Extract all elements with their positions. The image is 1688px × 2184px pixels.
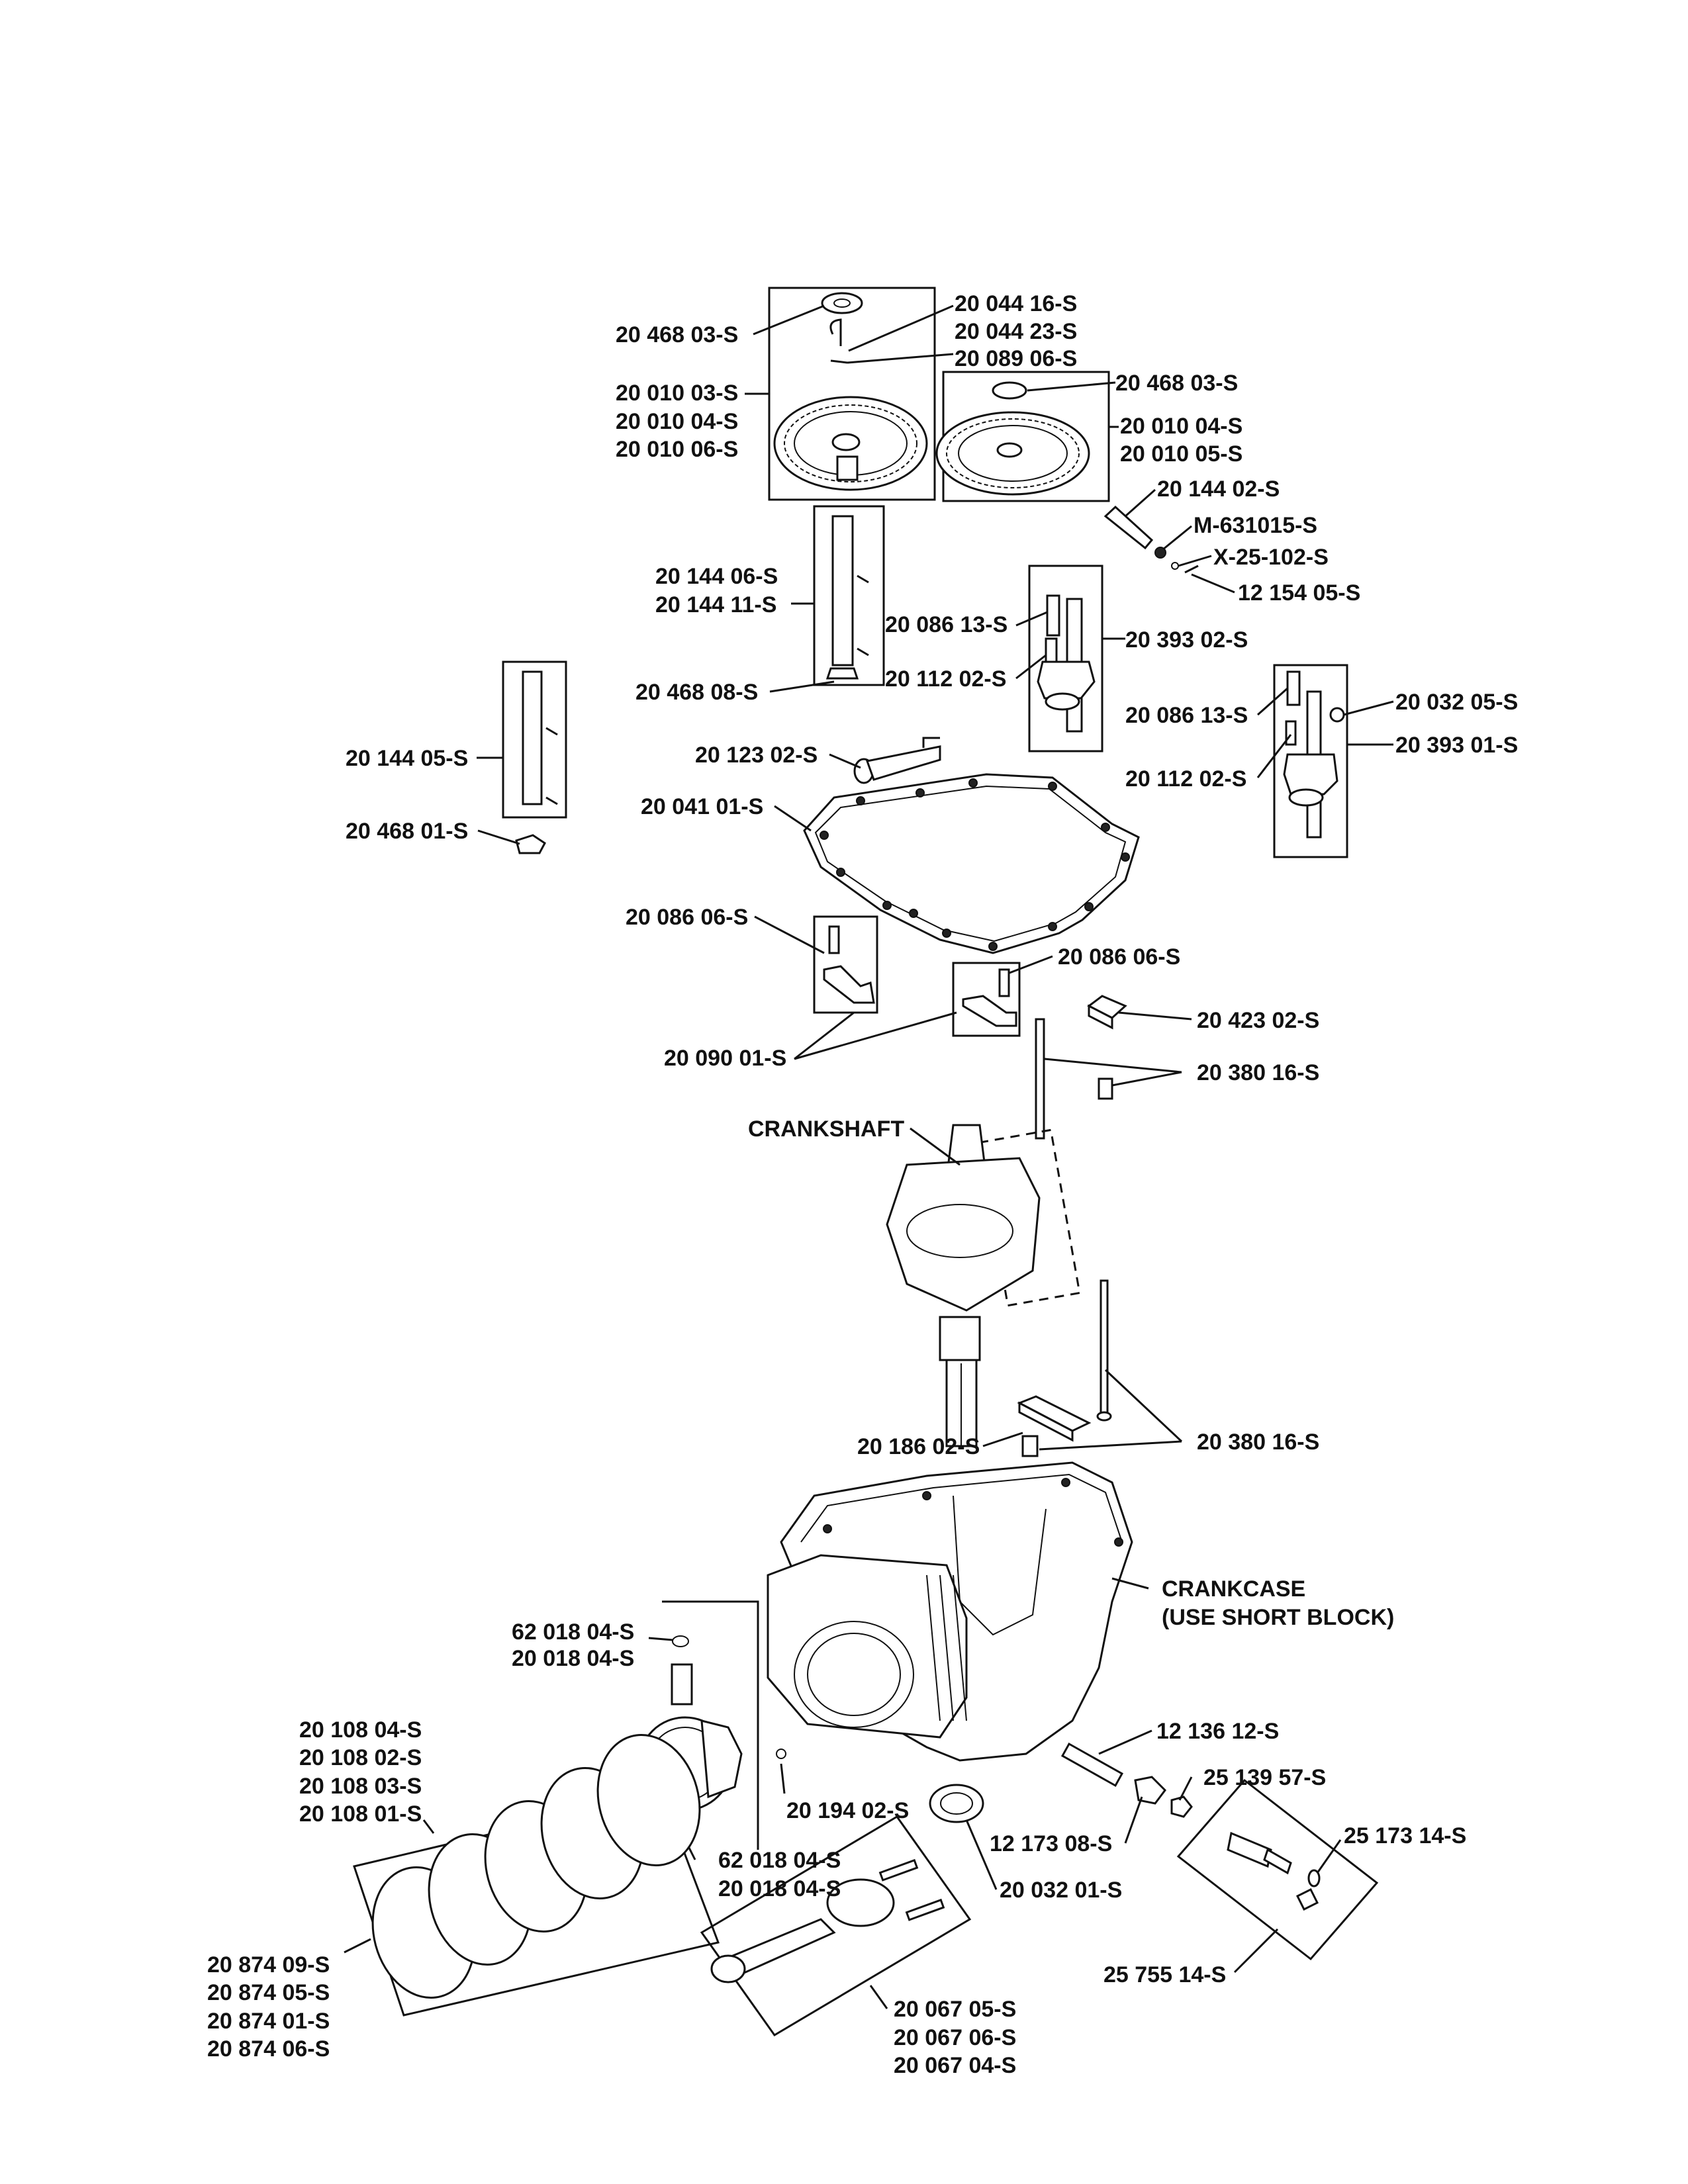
label-ring-clip-bot-2: 20 018 04-S: [718, 1876, 841, 1901]
label-bolt-cam-left: 20 086 06-S: [626, 905, 748, 930]
label-shaft-left: 20 144 05-S: [346, 746, 468, 771]
label-rings-1: 20 108 04-S: [299, 1717, 422, 1743]
label-drain-valve: 25 755 14-S: [1103, 1962, 1226, 1987]
label-shaft-mid-1: 20 144 06-S: [655, 564, 778, 589]
leader-lines: [344, 304, 1394, 2009]
label-pin-mid: 20 112 02-S: [885, 666, 1006, 692]
stud-top-part: [1035, 1018, 1113, 1140]
crankcase-part: [767, 1461, 1133, 1762]
label-m-part: M-631015-S: [1194, 513, 1317, 538]
label-crankshaft: CRANKSHAFT: [748, 1116, 904, 1142]
spacer-part: [1087, 995, 1127, 1030]
drain-valve-group: [1176, 1778, 1379, 1961]
label-piston-rings-2: 20 874 05-S: [207, 1980, 330, 2005]
label-washer-left: 20 468 01-S: [346, 819, 468, 844]
label-shaft-mid-2: 20 144 11-S: [655, 592, 776, 617]
label-spring-clip: 12 154 05-S: [1238, 580, 1360, 606]
breather-tube-part: [853, 737, 941, 784]
label-bolt-mid: 20 086 13-S: [885, 612, 1008, 637]
gasket-part: [803, 773, 1140, 954]
lever-arm-part: [1103, 505, 1199, 574]
label-x-part: X-25-102-S: [1213, 545, 1329, 570]
label-nut-right: 20 032 05-S: [1395, 690, 1518, 715]
label-washer-mid: 20 468 08-S: [635, 680, 758, 705]
pipe-part: [1060, 1742, 1193, 1818]
governor-right-group: [1273, 664, 1348, 858]
label-dowel: 20 194 02-S: [786, 1798, 909, 1823]
label-ring-clip-top-2: 20 018 04-S: [512, 1646, 634, 1671]
label-seal: 20 032 01-S: [1000, 1878, 1122, 1903]
dowel-part: [776, 1749, 786, 1759]
cam-gear-right-group: [935, 371, 1110, 502]
piston-rings-group: [353, 1733, 720, 2017]
label-piston-rings-1: 20 874 09-S: [207, 1952, 330, 1978]
crankshaft-part: [886, 1124, 1081, 1447]
label-stud-bottom: 20 380 16-S: [1197, 1430, 1319, 1455]
label-bolt-right: 20 086 13-S: [1125, 703, 1248, 728]
connecting-rod-group: [700, 1815, 972, 2036]
label-ring-clip-bot-1: 62 018 04-S: [718, 1848, 841, 1873]
label-gear-left-3: 20 010 06-S: [616, 437, 738, 462]
label-rings-3: 20 108 03-S: [299, 1774, 422, 1799]
label-breather-tube: 20 123 02-S: [695, 743, 818, 768]
label-piston-rings-4: 20 874 06-S: [207, 2036, 330, 2062]
label-ring-clip-top-1: 62 018 04-S: [512, 1619, 634, 1645]
label-gear-right-2: 20 010 05-S: [1120, 441, 1243, 467]
label-stud-top: 20 380 16-S: [1197, 1060, 1319, 1085]
label-gear-left-2: 20 010 04-S: [616, 409, 738, 434]
label-pin-right: 20 112 02-S: [1125, 766, 1246, 792]
label-pin-top: 20 044 16-S: [955, 291, 1077, 316]
label-gear-right-1: 20 010 04-S: [1120, 414, 1243, 439]
label-piston-rings-3: 20 874 01-S: [207, 2009, 330, 2034]
shaft-mid-group: [813, 505, 885, 686]
label-rings-2: 20 108 02-S: [299, 1745, 422, 1770]
label-conrod-3: 20 067 04-S: [894, 2053, 1016, 2078]
seal-part: [929, 1784, 984, 1823]
label-plug: 25 139 57-S: [1203, 1765, 1326, 1790]
label-spacer: 20 423 02-S: [1197, 1008, 1319, 1033]
label-drain-clip: 25 173 14-S: [1344, 1823, 1466, 1848]
label-coupling: 12 173 08-S: [990, 1831, 1112, 1856]
governor-mid-group: [1028, 565, 1103, 752]
label-governor-mid: 20 393 02-S: [1125, 627, 1248, 653]
label-gear-left-1: 20 010 03-S: [616, 381, 738, 406]
label-conrod-2: 20 067 06-S: [894, 2025, 1016, 2050]
shaft-left-group: [502, 660, 567, 854]
label-rings-4: 20 108 01-S: [299, 1801, 422, 1827]
label-clip-top: 20 089 06-S: [955, 346, 1077, 371]
bracket-part: [1017, 1395, 1092, 1442]
label-bolt-cam-right: 20 086 06-S: [1058, 944, 1180, 970]
label-washer-top-right: 20 468 03-S: [1115, 371, 1238, 396]
cam-follower-right-group: [952, 962, 1021, 1037]
gasket-bolt-holes: [820, 778, 1130, 951]
label-cam-follower: 20 090 01-S: [664, 1046, 786, 1071]
label-pin-top-2: 20 044 23-S: [955, 319, 1077, 344]
label-gasket: 20 041 01-S: [641, 794, 763, 819]
label-pipe: 12 136 12-S: [1156, 1719, 1279, 1744]
label-governor-right: 20 393 01-S: [1395, 733, 1518, 758]
cam-follower-left-group: [813, 915, 878, 1014]
label-crankcase-2: (USE SHORT BLOCK): [1162, 1605, 1394, 1630]
label-bracket: 20 186 02-S: [857, 1434, 980, 1459]
stud-bottom-part: [1021, 1279, 1112, 1457]
label-crankcase-1: CRANKCASE: [1162, 1576, 1305, 1602]
label-conrod-1: 20 067 05-S: [894, 1997, 1016, 2022]
part-labels: 20 468 03-S 20 044 16-S 20 044 23-S 20 0…: [207, 291, 1518, 2078]
cam-gear-left-group: [768, 287, 936, 501]
label-washer-top-left: 20 468 03-S: [616, 322, 738, 347]
label-lever-arm: 20 144 02-S: [1157, 477, 1280, 502]
